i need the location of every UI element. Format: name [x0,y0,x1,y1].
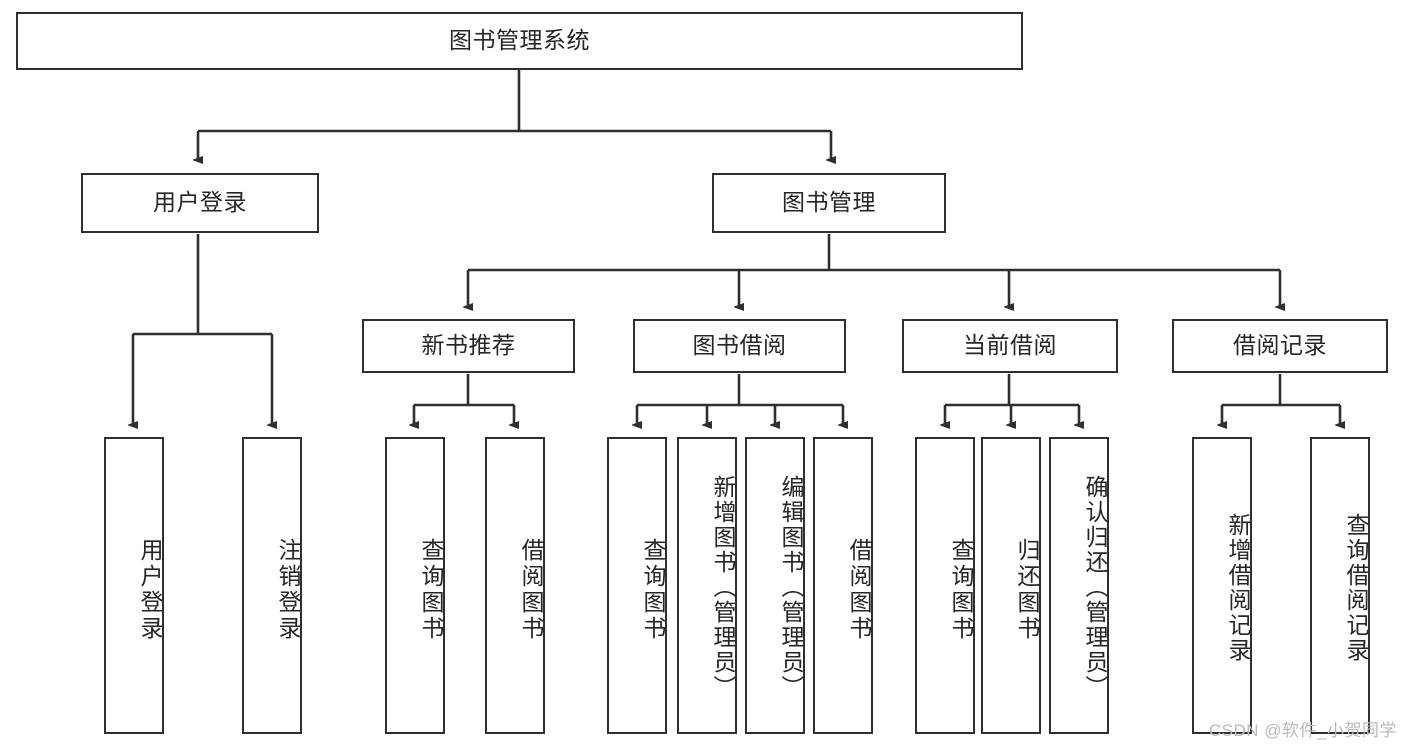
leaf-borrow-edit-book[interactable]: 编辑图书（管理员） [745,437,805,734]
leaf-new-book-borrow[interactable]: 借阅图书 [485,437,545,734]
leaf-label: 查询图书 [640,537,666,642]
leaf-label: 确认归还（管理员） [1082,475,1108,700]
leaf-label: 借阅图书 [846,537,872,642]
node-user-login[interactable]: 用户登录 [81,173,319,233]
node-new-book-recommend-label: 新书推荐 [421,332,516,359]
leaf-label: 编辑图书（管理员） [778,475,804,700]
leaf-label: 用户登录 [137,537,163,642]
node-book-management-label: 图书管理 [782,189,876,216]
leaf-label: 借阅图书 [518,537,544,642]
node-borrow-record[interactable]: 借阅记录 [1172,319,1388,373]
leaf-label: 归还图书 [1014,537,1040,642]
leaf-record-query[interactable]: 查询借阅记录 [1310,437,1370,734]
leaf-user-login-logout[interactable]: 注销登录 [242,437,302,734]
leaf-current-query-book[interactable]: 查询图书 [915,437,975,734]
node-root[interactable]: 图书管理系统 [16,12,1023,70]
node-root-label: 图书管理系统 [449,27,590,54]
node-borrow-record-label: 借阅记录 [1233,332,1327,359]
leaf-record-add[interactable]: 新增借阅记录 [1192,437,1252,734]
node-book-borrow-label: 图书借阅 [692,332,787,359]
leaf-current-confirm-return[interactable]: 确认归还（管理员） [1049,437,1109,734]
leaf-borrow-add-book[interactable]: 新增图书（管理员） [677,437,737,734]
node-current-borrow-label: 当前借阅 [963,332,1057,359]
node-new-book-recommend[interactable]: 新书推荐 [362,319,575,373]
leaf-label: 新增借阅记录 [1225,512,1251,663]
leaf-user-login-login[interactable]: 用户登录 [104,437,164,734]
node-book-management[interactable]: 图书管理 [712,173,946,233]
leaf-label: 查询借阅记录 [1343,512,1369,663]
leaf-borrow-borrow-book[interactable]: 借阅图书 [813,437,873,734]
leaf-new-book-query[interactable]: 查询图书 [385,437,445,734]
leaf-label: 新增图书（管理员） [710,475,736,700]
leaf-label: 查询图书 [948,537,974,642]
leaf-label: 查询图书 [418,537,444,642]
node-book-borrow[interactable]: 图书借阅 [633,319,846,373]
leaf-borrow-query-book[interactable]: 查询图书 [607,437,667,734]
node-current-borrow[interactable]: 当前借阅 [902,319,1118,373]
leaf-current-return-book[interactable]: 归还图书 [981,437,1041,734]
node-user-login-label: 用户登录 [153,189,247,216]
watermark: CSDN @软件_小贺同学 [1208,721,1397,740]
leaf-label: 注销登录 [275,537,301,642]
